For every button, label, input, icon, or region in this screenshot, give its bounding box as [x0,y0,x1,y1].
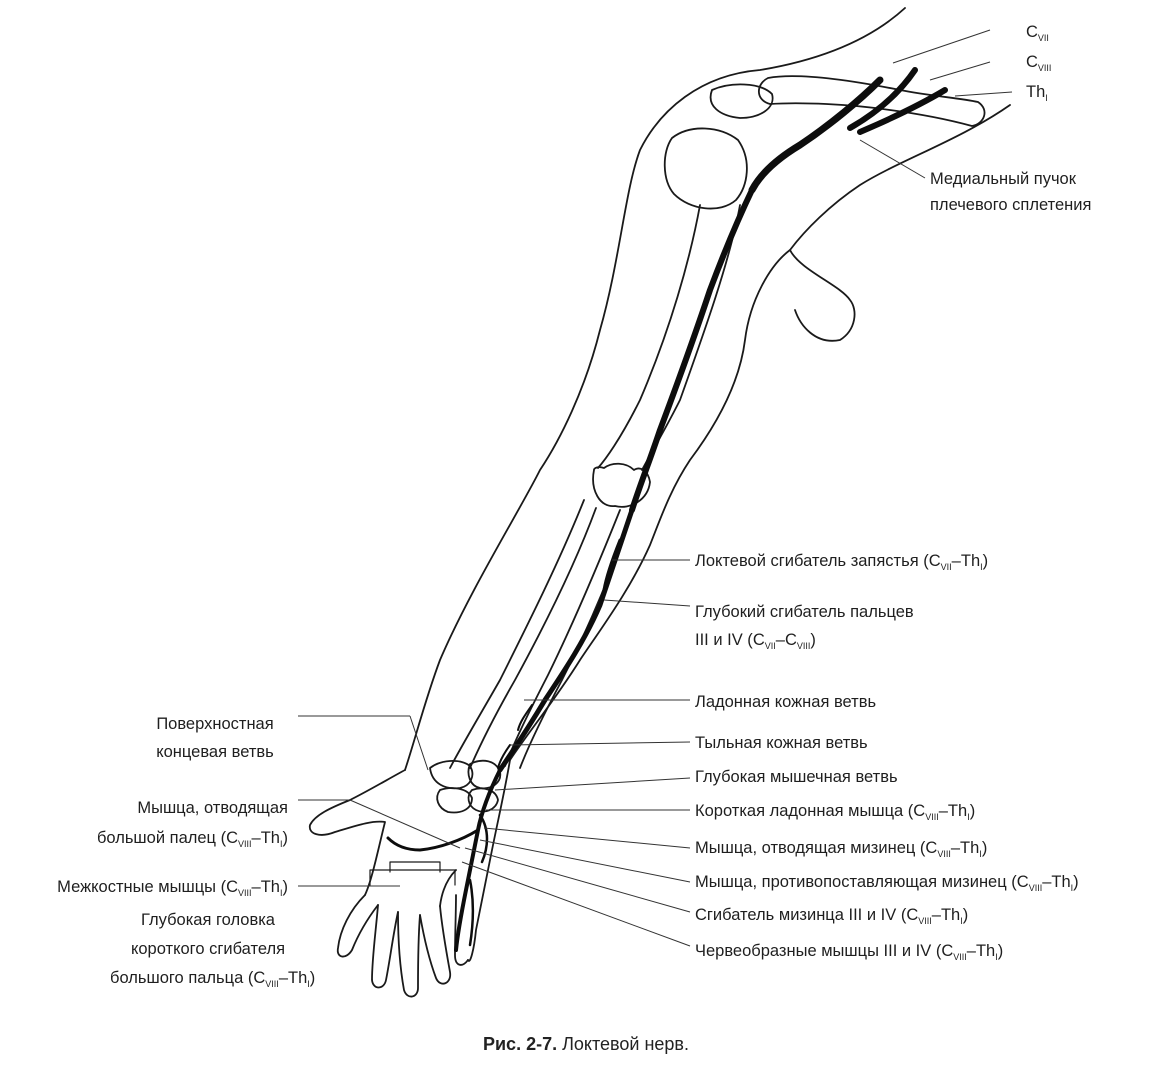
ulnar-nerve [386,67,948,952]
label-deep-muscular-branch: Глубокая мышечная ветвь [695,768,898,786]
label-palmar-cutaneous-branch: Ладонная кожная ветвь [695,693,877,711]
label-flexor-pollicis-brevis-deep-head: Глубокая головка короткого сгибателя бол… [110,911,316,989]
root-label-th1: ThI [1026,83,1048,103]
figure-caption-text: Локтевой нерв. [557,1034,689,1054]
label-medial-cord: Медиальный пучок плечевого сплетения [930,170,1092,214]
leader-lines [298,29,1013,947]
root-label-c7: CVII [1026,23,1049,43]
label-flexor-digiti-minimi: Сгибатель мизинца III и IV (CVIII–ThI) [695,906,969,926]
figure-caption-prefix: Рис. 2-7. [482,1034,558,1054]
root-label-c8: CVIII [1026,53,1052,73]
label-lumbricals: Червеобразные мышцы III и IV (CVIII–ThI) [695,942,1004,962]
carpal-bones [429,759,502,814]
shoulder-bones [663,75,986,210]
arm-outline [404,7,1011,771]
label-flexor-digitorum-profundus: Глубокий сгибатель пальцев III и IV (CVI… [695,603,914,651]
forearm-bones [449,499,633,769]
label-superficial-terminal-branch: Поверхностная концевая ветвь [156,715,274,761]
label-interossei: Межкостные мышцы (CVIII–ThI) [57,878,288,898]
label-adductor-pollicis: Мышца, отводящая большой палец (CVIII–Th… [96,799,288,849]
interossei-bracket [369,869,456,886]
label-abductor-digiti-minimi: Мышца, отводящая мизинец (CVIII–ThI) [695,839,988,859]
humerus-bone [592,204,741,508]
label-palmaris-brevis: Короткая ладонная мышца (CVIII–ThI) [695,802,976,822]
label-dorsal-cutaneous-branch: Тыльная кожная ветвь [695,734,868,752]
label-flexor-carpi-ulnaris: Локтевой сгибатель запястья (CVII–ThI) [695,552,989,572]
label-opponens-digiti-minimi: Мышца, противопоставляющая мизинец (CVII… [695,873,1079,893]
interossei-bracket-inner [389,861,441,873]
hand-outline [308,759,511,998]
figure-caption: Рис. 2-7. Локтевой нерв. [0,1034,1172,1055]
